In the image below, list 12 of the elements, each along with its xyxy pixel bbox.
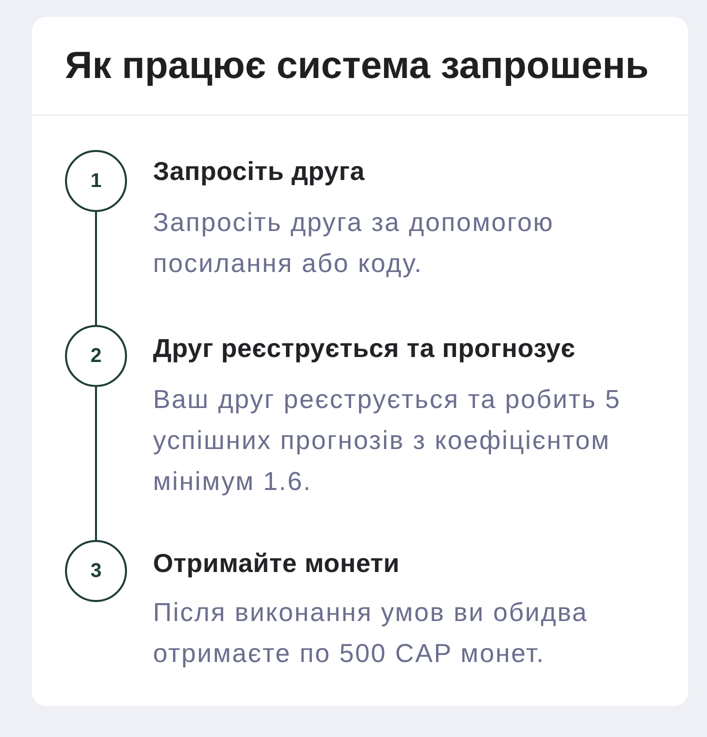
- step-description: Ваш друг реєструється та робить 5 успішних прогнозів з коефіцієнтом мінімум 1.6.: [153, 383, 622, 498]
- step-heading: Отримайте монети: [153, 548, 400, 578]
- step-description: Після виконання умов ви обидва отримаєте по 500 CAP монет.: [153, 596, 589, 670]
- step-number: 3: [90, 559, 102, 583]
- step-number: 1: [90, 169, 102, 193]
- step-description: Запросіть друга за допомогою посилання або коду.: [153, 206, 555, 280]
- connector-line: [95, 212, 97, 325]
- connector-line: [95, 387, 97, 540]
- title: Як працює система запрошень: [65, 44, 649, 89]
- step-heading: Друг реєструється та прогнозує: [153, 333, 576, 363]
- step-number: 2: [90, 344, 102, 368]
- step-heading: Запросіть друга: [153, 156, 365, 186]
